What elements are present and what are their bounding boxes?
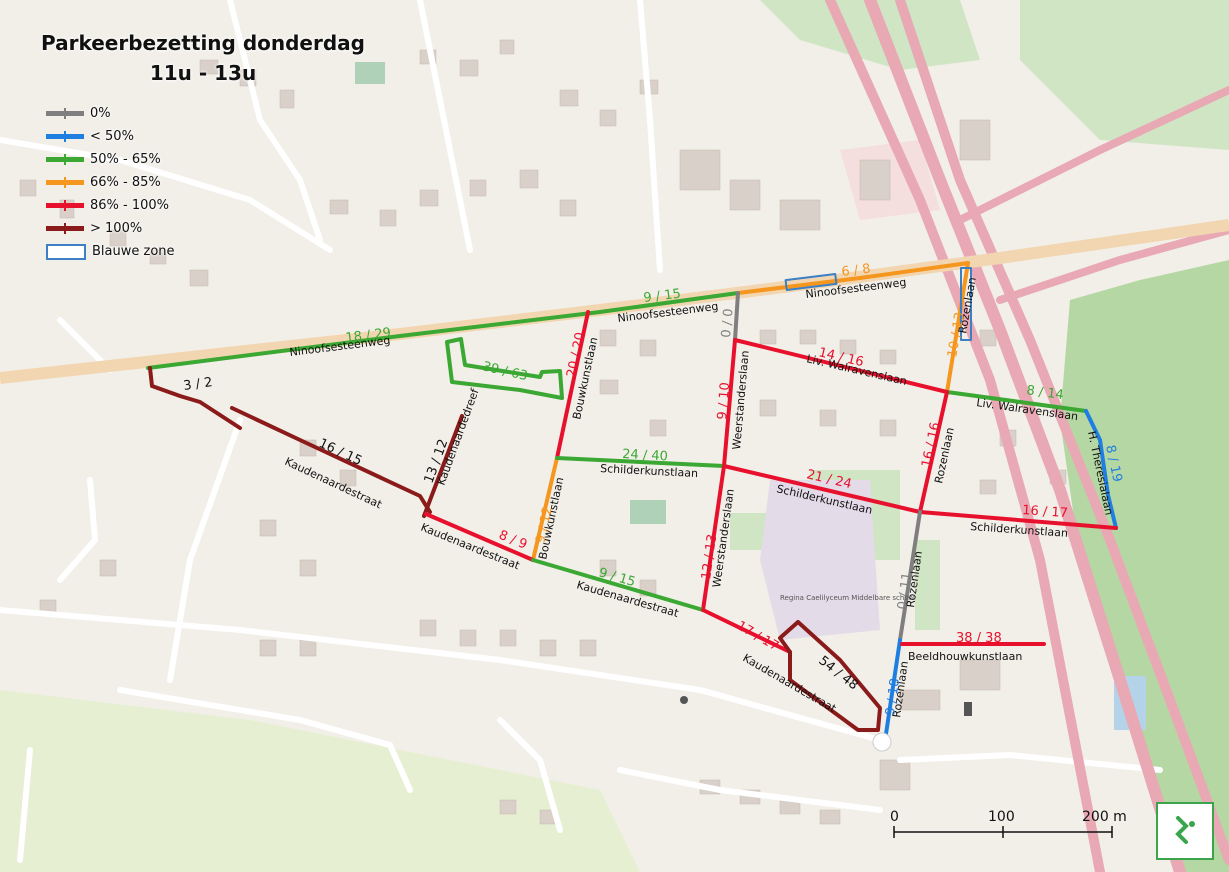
segment-rozenlaan-south[interactable] (898, 510, 922, 642)
segment-ninoofsesteenweg-east[interactable] (736, 261, 970, 295)
legend-swatch-gray (46, 108, 84, 119)
roundabout (872, 732, 892, 752)
occupancy-label: 0 / 11 (895, 571, 915, 610)
church-icon (680, 696, 688, 704)
segment-schilderkunstlaan-west[interactable] (555, 456, 726, 468)
segment-rozenlaan-mid[interactable] (918, 390, 949, 514)
occupancy-label: 3 / 2 (182, 375, 213, 394)
occupancy-label: 9 / 10 (715, 382, 733, 421)
segment-rozenlaan-bottom[interactable] (884, 638, 902, 736)
legend-swatch-orange (46, 177, 84, 188)
occupancy-label: 18 / 29 (345, 326, 392, 346)
segment-weerstanderslaan-mid[interactable] (722, 338, 737, 468)
occupancy-label: 16 / 17 (1022, 503, 1069, 521)
occupancy-label: 6 / 8 (841, 262, 872, 280)
scale-label-0: 0 (890, 809, 899, 825)
segment-kaudenaardedreef[interactable] (422, 414, 464, 518)
map-title: Parkeerbezetting donderdag 11u - 13u (38, 28, 368, 88)
legend-item-0: 0% (46, 102, 175, 125)
legend-label: Blauwe zone (92, 244, 175, 259)
logo-icon (1175, 816, 1195, 844)
scale-label-100: 100 (988, 809, 1015, 825)
segment-weerstanderslaan-north[interactable] (733, 291, 740, 342)
legend-swatch-red (46, 200, 84, 211)
legend-item-4: 86% - 100% (46, 194, 175, 217)
scale-bar-graphic: 0 100 200 m (890, 809, 1127, 838)
map-title-line2: 11u - 13u (149, 61, 257, 85)
segment-schilderkunstlaan-east[interactable] (918, 510, 1118, 530)
legend-label: 86% - 100% (90, 198, 170, 213)
segment-liv-walravenslaan-west[interactable] (733, 338, 949, 394)
segment-schilderkunstlaan-mid[interactable] (722, 464, 922, 514)
legend-label: 0% (90, 106, 111, 121)
school-area (760, 480, 880, 640)
occupancy-label: 24 / 40 (622, 447, 668, 464)
ring-road (825, 0, 1229, 872)
legend-label: 50% - 65% (90, 152, 161, 167)
segment-kaudenaardestraat-mid[interactable] (424, 512, 535, 562)
segment-weerstanderslaan-south[interactable] (701, 464, 726, 612)
segment-bouwkunstlaan-north[interactable] (555, 310, 590, 460)
segment-h-theresialaan[interactable] (1084, 409, 1118, 530)
blue-zone-ninoofsesteenweg[interactable] (784, 272, 838, 292)
occupancy-label: 9 / 15 (643, 287, 682, 306)
brand-logo (1156, 802, 1214, 860)
map-title-line1: Parkeerbezetting donderdag (41, 31, 365, 55)
blue-zone-rozenlaan[interactable] (960, 267, 972, 341)
segment-bouwkunstlaan-south[interactable] (531, 456, 559, 562)
legend-swatch-green (46, 154, 84, 165)
segment-rozenlaan-north[interactable] (945, 261, 970, 394)
legend-label: 66% - 85% (90, 175, 161, 190)
buildings (19, 39, 1067, 825)
segment-kaudenaardestraat-lower[interactable] (701, 608, 792, 654)
poi-label-school: Regina Caelilyceum Middelbare school (780, 594, 915, 602)
segment-kaudenaardestraat-west[interactable] (148, 366, 242, 430)
segment-ninoofsesteenweg-west[interactable] (146, 291, 740, 370)
segment-parking-54-48[interactable] (778, 620, 882, 732)
scale-label-200: 200 m (1082, 809, 1126, 825)
cross-icon (964, 702, 972, 716)
occupancy-label: 0 / 0 (719, 308, 736, 338)
legend-swatch-blue (46, 131, 84, 142)
segment-kaudenaardestraat-east[interactable] (531, 558, 705, 612)
occupancy-label: 38 / 38 (956, 631, 1002, 646)
legend-label: > 100% (90, 221, 143, 236)
segment-parking-39-63[interactable] (445, 337, 564, 400)
occupancy-label: 12 / 13 (699, 533, 720, 580)
legend-item-5: > 100% (46, 217, 175, 240)
legend-item-1: < 50% (46, 125, 175, 148)
legend-item-3: 66% - 85% (46, 171, 175, 194)
legend-item-2: 50% - 65% (46, 148, 175, 171)
legend-label: < 50% (90, 129, 134, 144)
legend-swatch-darkred (46, 223, 84, 234)
segment-liv-walravenslaan-east[interactable] (945, 390, 1088, 413)
legend-swatch-blue-zone (46, 243, 86, 260)
minor-streets (0, 0, 1163, 863)
occupancy-label: 9 / 18 (883, 677, 903, 716)
street-label-beeldhouwkunstlaan: Beeldhouwkunstlaan (908, 650, 1022, 663)
scale-bar: 0 100 200 m (886, 806, 1127, 846)
legend-item-blue-zone: Blauwe zone (46, 240, 175, 263)
occupancy-label: 8 / 14 (1025, 383, 1064, 403)
street-label-schilderkunstlaan-1: Schilderkunstlaan (600, 462, 698, 480)
segment-kaudenaardestraat-west2[interactable] (230, 406, 432, 514)
legend: 0% < 50% 50% - 65% 66% - 85% 86% - 100% … (46, 102, 175, 263)
